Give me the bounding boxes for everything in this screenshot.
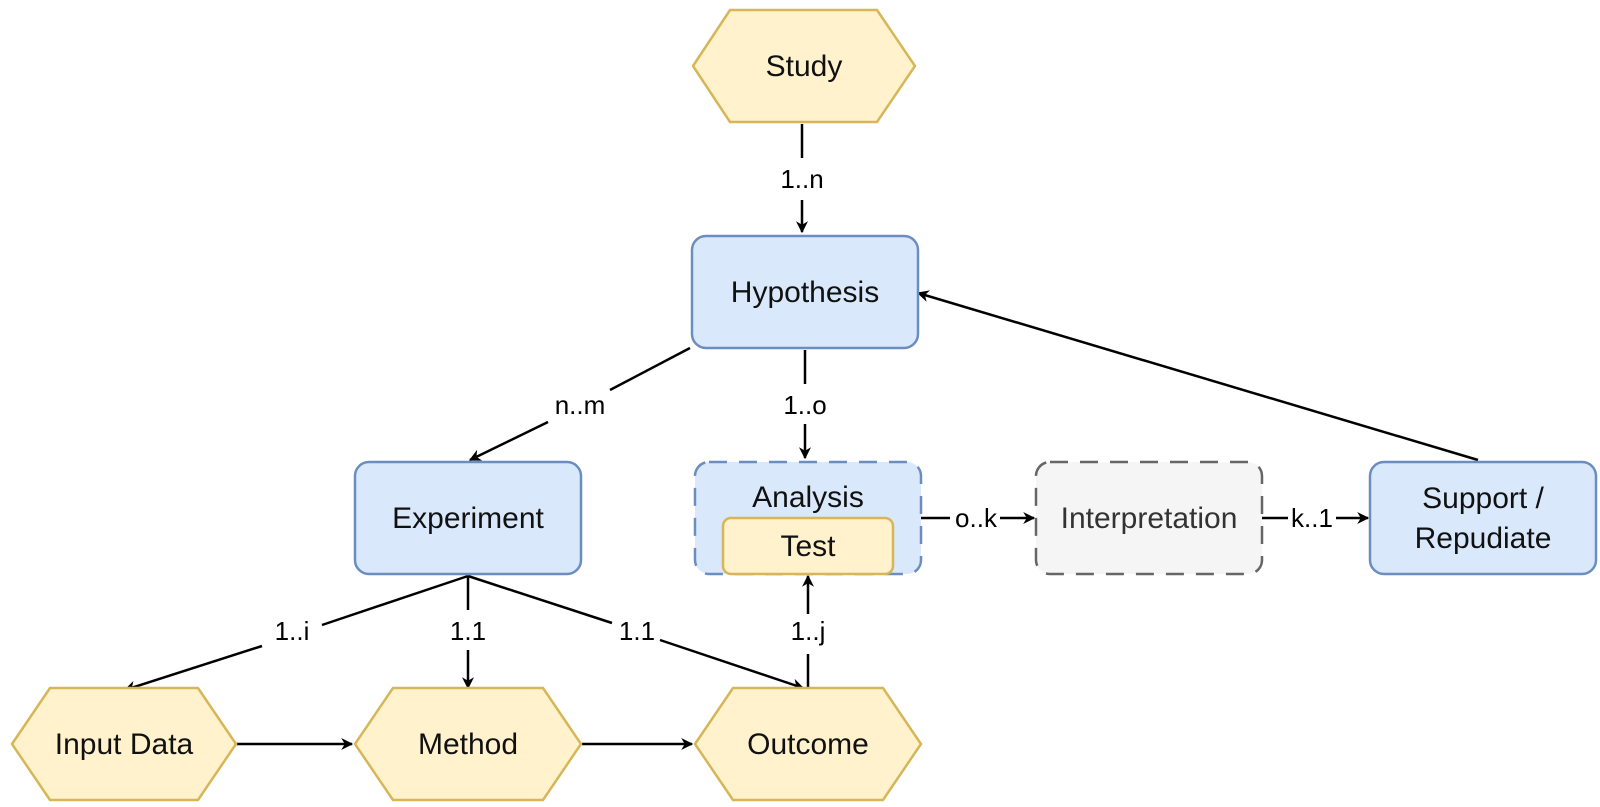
edge-interpretation-support: k..1	[1260, 503, 1370, 533]
edge-label-analysis-interpretation: o..k	[955, 503, 998, 533]
edge-experiment-input: 1..i	[123, 574, 469, 693]
node-outcome-label: Outcome	[747, 728, 869, 761]
edges: 1..n n..m 1..o o..k k..1	[123, 124, 1479, 750]
edge-analysis-interpretation: o..k	[920, 503, 1036, 533]
edge-label-experiment-method: 1.1	[450, 616, 486, 646]
node-outcome[interactable]: Outcome	[693, 686, 923, 802]
node-test[interactable]: Test	[721, 516, 895, 576]
node-analysis-label: Analysis	[752, 481, 864, 514]
edge-outcome-analysis: 1..j	[791, 574, 826, 688]
edge-label-hypothesis-analysis: 1..o	[783, 390, 826, 420]
edge-experiment-outcome: 1.1	[467, 574, 805, 691]
edge-hypothesis-experiment: n..m	[468, 346, 691, 462]
node-study-label: Study	[766, 50, 843, 83]
edge-hypothesis-analysis: 1..o	[783, 350, 827, 460]
edge-label-interpretation-support: k..1	[1291, 503, 1333, 533]
node-hypothesis-label: Hypothesis	[731, 276, 879, 309]
node-experiment[interactable]: Experiment	[353, 460, 583, 576]
node-study[interactable]: Study	[691, 8, 917, 124]
edge-label-experiment-input: 1..i	[275, 616, 310, 646]
edge-label-study-hypothesis: 1..n	[780, 164, 823, 194]
node-experiment-label: Experiment	[392, 502, 544, 535]
node-support-label-line1: Support /	[1422, 482, 1544, 515]
node-hypothesis[interactable]: Hypothesis	[690, 234, 920, 350]
edge-support-hypothesis	[916, 290, 1479, 462]
edge-label-outcome-analysis: 1..j	[791, 616, 826, 646]
node-interpretation-label: Interpretation	[1061, 502, 1238, 535]
node-method[interactable]: Method	[353, 686, 583, 802]
edge-label-hypothesis-experiment: n..m	[555, 390, 606, 420]
node-support-repudiate[interactable]: Support / Repudiate	[1368, 460, 1598, 576]
edge-experiment-method: 1.1	[450, 576, 486, 690]
edge-study-hypothesis: 1..n	[780, 124, 824, 234]
edge-label-experiment-outcome: 1.1	[619, 616, 655, 646]
node-method-label: Method	[418, 728, 518, 761]
node-interpretation[interactable]: Interpretation	[1034, 460, 1264, 576]
node-input-data-label: Input Data	[55, 728, 194, 761]
node-support-label-line2: Repudiate	[1415, 522, 1552, 555]
node-input-data[interactable]: Input Data	[10, 686, 238, 802]
node-analysis[interactable]: Analysis Test	[693, 460, 923, 576]
node-test-label: Test	[780, 530, 836, 563]
